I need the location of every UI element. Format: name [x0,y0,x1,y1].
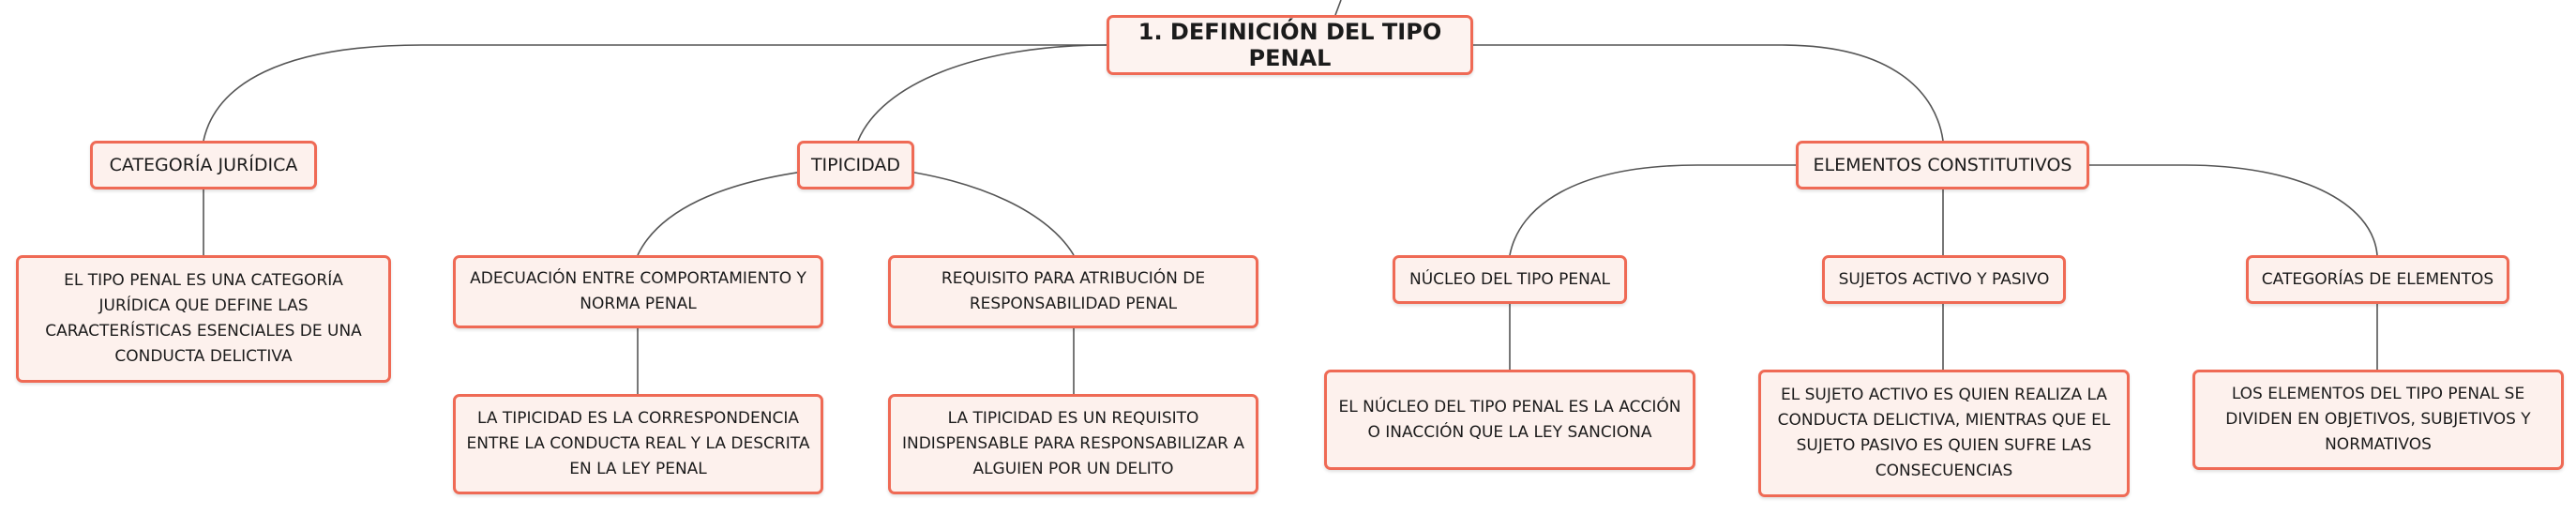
node-label: NÚCLEO DEL TIPO PENAL [1409,269,1610,289]
node-requisito[interactable]: REQUISITO PARA ATRIBUCIÓN DE RESPONSABIL… [888,255,1258,328]
connector-elementos-nucleo [1509,164,1796,256]
node-label: REQUISITO PARA ATRIBUCIÓN DE RESPONSABIL… [941,269,1206,313]
root-label: 1. DEFINICIÓN DEL TIPO PENAL [1137,19,1442,71]
leaf-adecuacion[interactable]: LA TIPICIDAD ES LA CORRESPONDENCIA ENTRE… [453,394,823,494]
root-node[interactable]: 1. DEFINICIÓN DEL TIPO PENAL [1107,15,1473,75]
leaf-sujetos[interactable]: EL SUJETO ACTIVO ES QUIEN REALIZA LA CON… [1758,370,2130,497]
connector-root-parent [1334,0,1342,16]
connector-root-categoria [203,44,1107,142]
leaf-categoria-juridica[interactable]: EL TIPO PENAL ES UNA CATEGORÍA JURÍDICA … [16,255,391,383]
node-label: TIPICIDAD [810,155,901,175]
leaf-text: EL SUJETO ACTIVO ES QUIEN REALIZA LA CON… [1777,386,2111,480]
leaf-categorias[interactable]: LOS ELEMENTOS DEL TIPO PENAL SE DIVIDEN … [2192,370,2564,470]
leaf-text: LA TIPICIDAD ES LA CORRESPONDENCIA ENTRE… [466,409,810,478]
node-label: CATEGORÍAS DE ELEMENTOS [2261,269,2494,289]
node-label: ADECUACIÓN ENTRE COMPORTAMIENTO Y NORMA … [470,269,806,313]
leaf-text: LOS ELEMENTOS DEL TIPO PENAL SE DIVIDEN … [2225,385,2531,454]
connector-root-elementos [1472,44,1944,142]
leaf-text: LA TIPICIDAD ES UN REQUISITO INDISPENSAB… [901,409,1244,478]
leaf-text: EL TIPO PENAL ES UNA CATEGORÍA JURÍDICA … [45,271,362,366]
leaf-requisito[interactable]: LA TIPICIDAD ES UN REQUISITO INDISPENSAB… [888,394,1258,494]
connector-elementos-categorias [2089,164,2378,256]
node-tipicidad[interactable]: TIPICIDAD [797,141,914,189]
node-nucleo[interactable]: NÚCLEO DEL TIPO PENAL [1393,255,1627,304]
connector-root-tipicidad [857,44,1107,142]
node-label: SUJETOS ACTIVO Y PASIVO [1838,269,2050,289]
leaf-nucleo[interactable]: EL NÚCLEO DEL TIPO PENAL ES LA ACCIÓN O … [1324,370,1695,470]
node-label: CATEGORÍA JURÍDICA [109,155,298,175]
node-categoria-juridica[interactable]: CATEGORÍA JURÍDICA [90,141,317,189]
node-adecuacion[interactable]: ADECUACIÓN ENTRE COMPORTAMIENTO Y NORMA … [453,255,823,328]
node-sujetos[interactable]: SUJETOS ACTIVO Y PASIVO [1822,255,2066,304]
node-categorias[interactable]: CATEGORÍAS DE ELEMENTOS [2246,255,2509,304]
leaf-text: EL NÚCLEO DEL TIPO PENAL ES LA ACCIÓN O … [1338,397,1681,442]
node-label: ELEMENTOS CONSTITUTIVOS [1813,155,2072,175]
node-elementos-constitutivos[interactable]: ELEMENTOS CONSTITUTIVOS [1796,141,2089,189]
